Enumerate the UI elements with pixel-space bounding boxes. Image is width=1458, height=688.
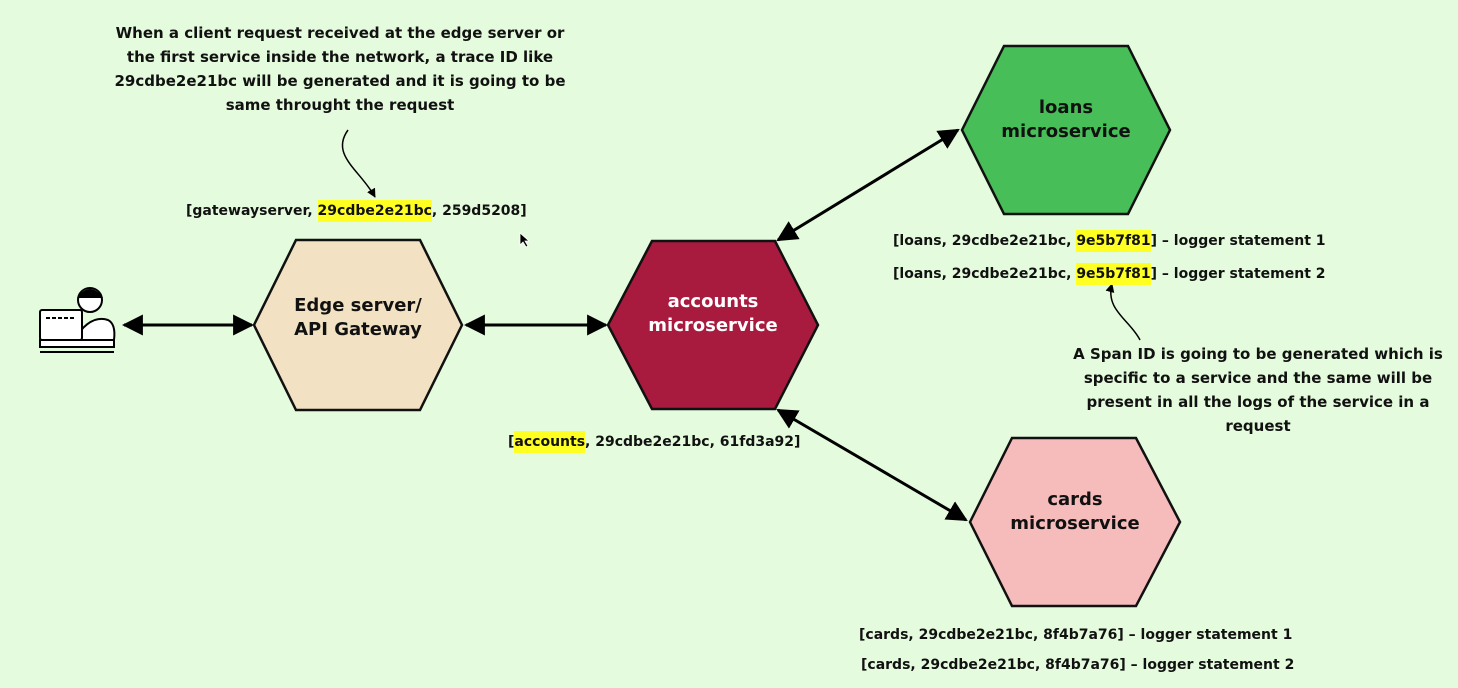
loans-label-line: microservice <box>1001 121 1131 142</box>
accounts-hexagon <box>606 239 820 411</box>
gateway-hexagon <box>252 238 464 412</box>
user-at-computer-icon <box>39 287 116 353</box>
span-id-highlight: 9e5b7f81 <box>1076 230 1151 252</box>
span-id-highlight: 9e5b7f81 <box>1076 263 1151 285</box>
service-name-highlight: accounts <box>514 431 586 453</box>
log-suffix: , 259d5208] <box>431 203 527 219</box>
trace-id-note: When a client request received at the ed… <box>90 21 590 117</box>
span-note-line: specific to a service and the same will … <box>1083 369 1433 387</box>
gateway-log-line: [gatewayserver, 29cdbe2e21bc, 259d5208] <box>186 200 527 222</box>
cards-label-line: microservice <box>1010 513 1140 534</box>
log-suffix: , 29cdbe2e21bc, 61fd3a92] <box>585 434 801 450</box>
cards-label-line: cards <box>1047 489 1103 510</box>
accounts-loans-connector <box>776 128 960 242</box>
gateway-label-line: API Gateway <box>294 319 422 340</box>
loans-label: loans microservice <box>966 96 1166 144</box>
span-note-line: A Span ID is going to be generated which… <box>1073 345 1443 363</box>
accounts-cards-connector <box>776 408 968 522</box>
trace-note-line: the first service inside the network, a … <box>126 48 554 66</box>
trace-note-pointer <box>341 129 376 198</box>
cards-log-line-2: [cards, 29cdbe2e21bc, 8f4b7a76] – logger… <box>861 657 1295 673</box>
accounts-label-line: microservice <box>648 315 778 336</box>
trace-note-line: 29cdbe2e21bc will be generated and it is… <box>114 72 566 90</box>
gateway-label-line: Edge server/ <box>294 295 422 316</box>
log-prefix: [gatewayserver, <box>186 203 318 219</box>
loans-label-line: loans <box>1038 97 1094 118</box>
span-note-line: present in all the logs of the service i… <box>1086 393 1430 411</box>
accounts-log-line: [accounts, 29cdbe2e21bc, 61fd3a92] <box>508 431 801 453</box>
trace-note-line: same throught the request <box>225 96 455 114</box>
log-suffix: ] – logger statement 1 <box>1150 233 1326 249</box>
log-prefix: [loans, 29cdbe2e21bc, <box>893 266 1077 282</box>
cards-label: cards microservice <box>975 488 1175 536</box>
cards-hexagon <box>968 436 1182 608</box>
log-suffix: ] – logger statement 2 <box>1150 266 1326 282</box>
span-id-note: A Span ID is going to be generated which… <box>1058 342 1458 438</box>
trace-id-highlight: 29cdbe2e21bc <box>317 200 432 222</box>
span-note-pointer <box>1105 283 1141 341</box>
gateway-label: Edge server/ API Gateway <box>258 294 458 342</box>
log-prefix: [loans, 29cdbe2e21bc, <box>893 233 1077 249</box>
span-note-line: request <box>1225 417 1291 435</box>
accounts-label: accounts microservice <box>613 290 813 338</box>
loans-log-line-1: [loans, 29cdbe2e21bc, 9e5b7f81] – logger… <box>893 230 1326 252</box>
log-prefix: [ <box>508 434 515 450</box>
accounts-label-line: accounts <box>667 291 759 312</box>
loans-hexagon <box>960 44 1172 216</box>
loans-log-line-2: [loans, 29cdbe2e21bc, 9e5b7f81] – logger… <box>893 263 1326 285</box>
mouse-cursor-icon <box>519 232 531 248</box>
trace-note-line: When a client request received at the ed… <box>115 24 565 42</box>
cards-log-line-1: [cards, 29cdbe2e21bc, 8f4b7a76] – logger… <box>859 627 1293 643</box>
